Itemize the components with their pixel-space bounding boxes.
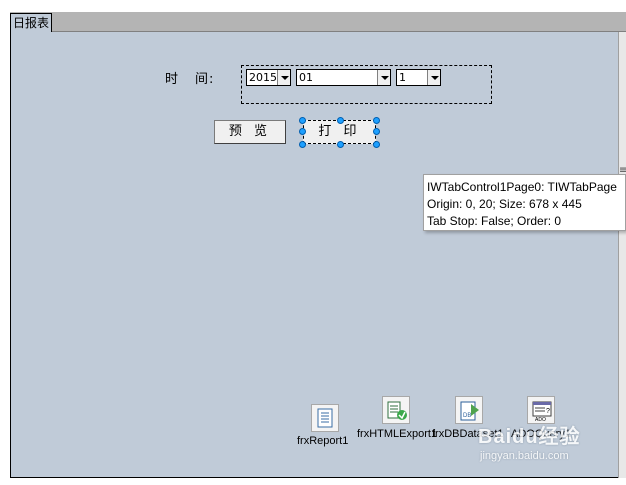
svg-text:ADO: ADO: [535, 417, 546, 422]
baidu-watermark: Baidu经验 jingyan.baidu.com: [478, 420, 581, 462]
selection-handle-top-right[interactable]: [373, 117, 380, 124]
tab-page[interactable]: [10, 32, 626, 478]
ado-query-component[interactable]: ? ADO: [527, 396, 555, 424]
selection-handle-top[interactable]: [337, 117, 344, 124]
frx-report-component[interactable]: [311, 404, 339, 432]
svg-text:DB: DB: [463, 413, 471, 419]
preview-button[interactable]: 预 览: [214, 120, 286, 144]
component-info-tooltip: IWTabControl1Page0: TIWTabPage Origin: 0…: [423, 174, 626, 231]
time-label: 时间:: [165, 68, 214, 87]
chevron-down-icon[interactable]: [277, 70, 290, 85]
frx-report-label: frxReport1: [297, 435, 349, 447]
day-value: 1: [399, 71, 406, 84]
tooltip-line-taborder: Tab Stop: False; Order: 0: [427, 214, 562, 228]
tab-daily-report[interactable]: 日报表: [10, 13, 53, 33]
year-value: 2015: [249, 71, 277, 84]
designer-scroll-edge: [618, 32, 626, 478]
frx-html-export-label: frxHTMLExport1: [357, 428, 438, 440]
svg-text:?: ?: [546, 408, 550, 415]
selection-handle-top-left[interactable]: [299, 117, 306, 124]
db-dataset-icon: DB: [460, 401, 479, 421]
selection-handle-bottom-right[interactable]: [373, 141, 380, 148]
date-selector-frame: [241, 65, 492, 104]
selection-handle-bottom-left[interactable]: [299, 141, 306, 148]
chevron-down-icon[interactable]: [377, 70, 390, 85]
frx-db-dataset-label: frxDBDataset1: [432, 428, 504, 440]
report-icon: [317, 408, 333, 428]
selection-handle-right[interactable]: [373, 128, 380, 135]
tab-strip: 日报表: [10, 12, 626, 33]
html-export-icon: [387, 401, 407, 420]
watermark-url: jingyan.baidu.com: [480, 450, 569, 462]
frx-html-export-component[interactable]: [382, 396, 410, 424]
tooltip-line-name: IWTabControl1Page0: TIWTabPage: [427, 180, 617, 194]
frx-db-dataset-component[interactable]: DB: [455, 396, 483, 424]
watermark-main: Baidu经验: [478, 426, 581, 448]
day-select[interactable]: 1: [396, 69, 441, 86]
time-label-char-1: 时: [165, 72, 180, 87]
month-value: 01: [299, 71, 313, 84]
selection-handle-left[interactable]: [299, 128, 306, 135]
month-select[interactable]: 01: [296, 69, 391, 86]
ado-query-label: ADOQuery1: [511, 428, 571, 440]
year-select[interactable]: 2015: [246, 69, 291, 86]
tooltip-line-origin: Origin: 0, 20; Size: 678 x 445: [427, 197, 582, 211]
time-label-char-2: 间:: [195, 72, 215, 87]
menu-icon[interactable]: ≡: [619, 165, 626, 176]
ado-query-icon: ? ADO: [532, 401, 552, 422]
chevron-down-icon[interactable]: [427, 70, 440, 85]
selection-handle-bottom[interactable]: [337, 141, 344, 148]
